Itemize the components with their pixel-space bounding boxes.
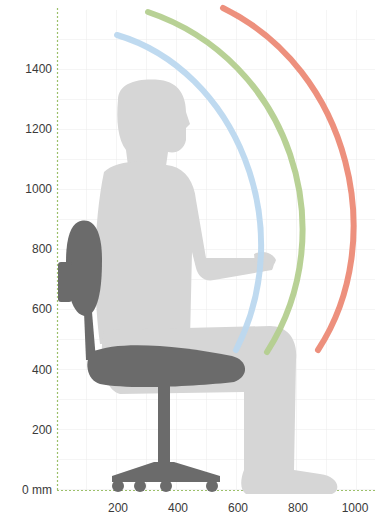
x-axis-tick-label: 800 bbox=[288, 501, 308, 515]
y-axis bbox=[57, 8, 58, 491]
y-axis-tick-label: 400 bbox=[32, 363, 52, 377]
y-axis-tick-label: 1400 bbox=[25, 62, 52, 76]
grid bbox=[57, 10, 375, 490]
reach-arc-green bbox=[148, 12, 303, 352]
x-axis-tick-label: 600 bbox=[228, 501, 248, 515]
reach-arc-blue bbox=[117, 35, 261, 350]
y-axis-tick-label: 0 mm bbox=[22, 483, 52, 497]
person-silhouette bbox=[95, 80, 337, 494]
reach-arc-red bbox=[223, 8, 354, 350]
y-axis-tick-label: 1000 bbox=[25, 182, 52, 196]
x-axis-tick-label: 1000 bbox=[342, 501, 369, 515]
y-axis-tick-label: 1200 bbox=[25, 122, 52, 136]
x-axis-tick-label: 400 bbox=[168, 501, 188, 515]
office-chair bbox=[58, 221, 245, 492]
y-axis-tick-label: 200 bbox=[32, 423, 52, 437]
y-axis-tick-label: 600 bbox=[32, 302, 52, 316]
x-axis-tick-label: 200 bbox=[108, 501, 128, 515]
y-axis-tick-label: 800 bbox=[32, 242, 52, 256]
